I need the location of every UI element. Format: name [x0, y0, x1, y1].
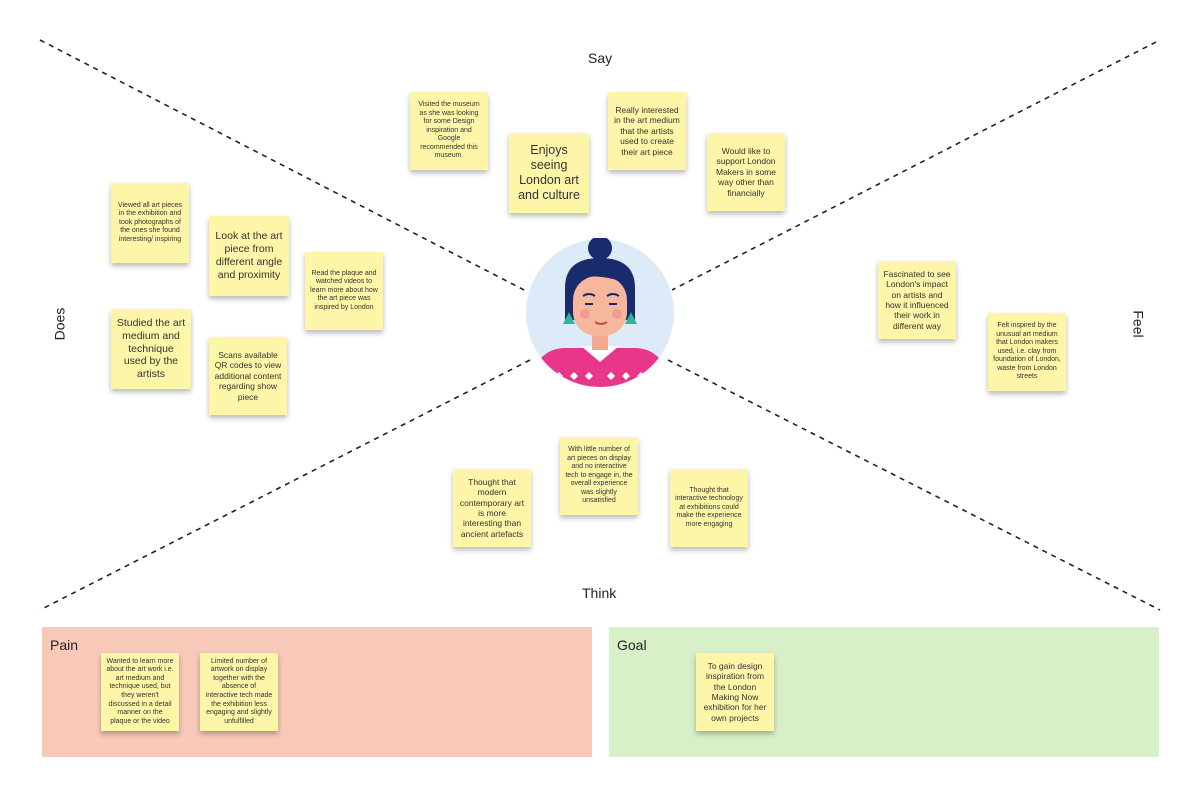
goal-panel: Goal To gain design inspiration from the… — [609, 627, 1159, 757]
sticky-note-say-3[interactable]: Really interested in the art medium that… — [608, 92, 686, 170]
sticky-note-pain-2[interactable]: Limited number of artwork on display tog… — [200, 653, 278, 731]
sticky-note-pain-1[interactable]: Wanted to learn more about the art work … — [101, 653, 179, 731]
sticky-note-does-2[interactable]: Look at the art piece from different ang… — [209, 216, 289, 296]
feel-label: Feel — [1130, 310, 1147, 338]
divider-top-left — [39, 39, 529, 293]
sticky-note-does-1[interactable]: Viewed all art pieces in the exhibition … — [111, 183, 189, 263]
goal-title: Goal — [617, 637, 647, 653]
divider-bottom-left — [39, 359, 531, 611]
does-label: Does — [51, 307, 68, 341]
sticky-note-goal-1[interactable]: To gain design inspiration from the Lond… — [696, 653, 774, 731]
sticky-note-does-5[interactable]: Scans available QR codes to view additio… — [209, 337, 287, 415]
sticky-note-think-3[interactable]: Thought that interactive technology at e… — [670, 469, 748, 547]
think-label: Think — [582, 585, 617, 601]
sticky-note-feel-2[interactable]: Felt inspired by the unusual art medium … — [988, 313, 1066, 391]
persona-avatar — [526, 238, 674, 387]
say-label: Say — [588, 50, 613, 66]
sticky-note-think-2[interactable]: With little number of art pieces on disp… — [560, 437, 638, 515]
divider-bottom-right — [667, 359, 1161, 611]
sticky-note-say-1[interactable]: Visited the museum as she was looking fo… — [410, 92, 488, 170]
sticky-note-think-1[interactable]: Thought that modern contemporary art is … — [453, 469, 531, 547]
pain-title: Pain — [50, 637, 79, 653]
sticky-note-say-4[interactable]: Would like to support London Makers in s… — [707, 133, 785, 211]
sticky-note-does-4[interactable]: Studied the art medium and technique use… — [111, 309, 191, 389]
pain-panel: Pain Wanted to learn more about the art … — [42, 627, 592, 757]
sticky-note-does-3[interactable]: Read the plaque and watched videos to le… — [305, 252, 383, 330]
sticky-note-feel-1[interactable]: Fascinated to see London's impact on art… — [878, 261, 956, 339]
sticky-note-say-2[interactable]: Enjoys seeing London art and culture — [509, 133, 589, 213]
divider-top-right — [671, 41, 1157, 291]
